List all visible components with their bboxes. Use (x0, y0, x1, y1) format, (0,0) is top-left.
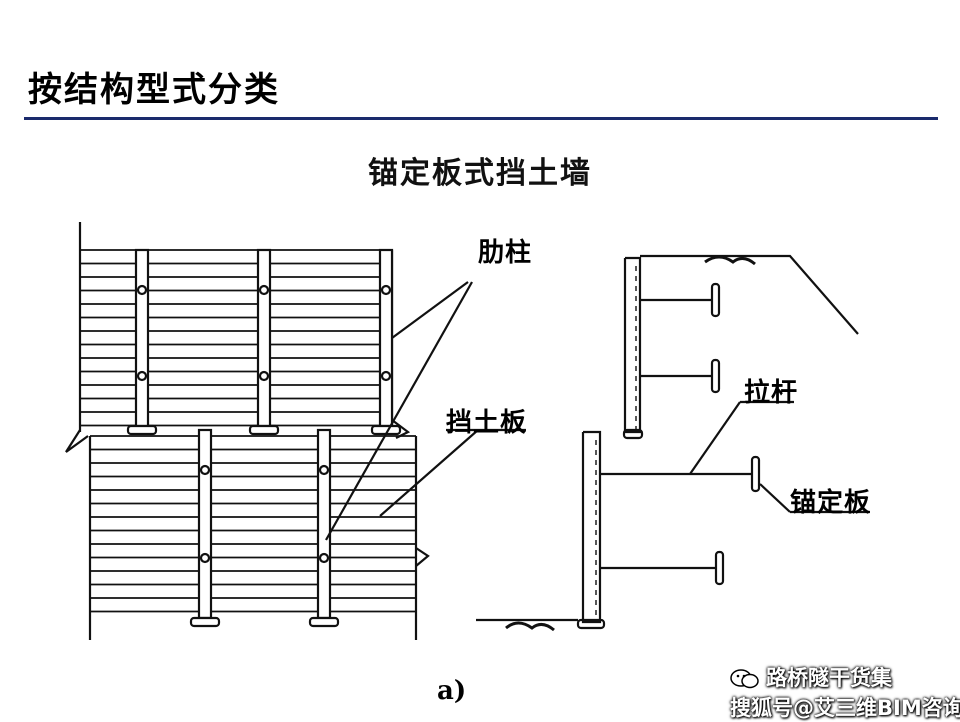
leader-rib-column (325, 281, 473, 541)
break-mark (65, 429, 89, 453)
label-rib-column: 肋柱 (478, 238, 533, 268)
bolt (318, 552, 330, 564)
column-footing (126, 424, 158, 436)
watermark-line-1: 路桥隧干货集 (730, 662, 955, 692)
leader-anchor-plate (759, 483, 791, 513)
bolt (258, 284, 270, 296)
upper-wall-footing (622, 428, 644, 440)
front-elevation (65, 222, 430, 640)
lower-wall-section (581, 430, 602, 624)
figure-label: a) (437, 676, 467, 706)
watermark-line-2: 搜狐号@艾三维BIM咨询 (730, 696, 960, 720)
leader-retaining-plate (379, 429, 479, 517)
label-anchor-plate: 锚定板 (790, 488, 872, 518)
rib-column (197, 428, 213, 620)
bolt (380, 370, 392, 382)
rib-column (134, 248, 150, 428)
bolt (258, 370, 270, 382)
upper-wall-section (623, 256, 642, 434)
anchor-plate (710, 282, 721, 318)
rib-column (378, 248, 394, 428)
soil-mark (505, 621, 555, 632)
bolt (199, 552, 211, 564)
leader-lines (325, 281, 870, 541)
watermark: 路桥隧干货集 搜狐号@艾三维BIM咨询 (730, 662, 960, 722)
leader-tie-rod (689, 401, 741, 475)
cross-section (476, 254, 859, 632)
soil-mark (704, 255, 756, 266)
anchor-plate (710, 358, 721, 394)
rib-column (316, 428, 332, 620)
bolt (380, 284, 392, 296)
rib-column (256, 248, 272, 428)
anchor-plate (750, 455, 761, 493)
title-divider (24, 117, 938, 120)
column-footing (308, 616, 340, 628)
anchor-plate (714, 550, 725, 586)
slide-title: 按结构型式分类 (28, 70, 280, 110)
label-retaining-plate: 挡土板 (446, 408, 528, 438)
column-footing (189, 616, 221, 628)
diagram-heading: 锚定板式挡土墙 (368, 156, 592, 191)
watermark-text-1: 路桥隧干货集 (766, 666, 892, 690)
bolt (199, 464, 211, 476)
break-mark (391, 419, 411, 439)
bolt (136, 370, 148, 382)
break-mark (415, 547, 430, 567)
backfill-surface (640, 254, 859, 335)
leader-rib-column (391, 281, 469, 339)
label-tie-rod: 拉杆 (744, 378, 799, 408)
column-footing (248, 424, 280, 436)
wechat-logo-icon (730, 669, 759, 689)
bolt (318, 464, 330, 476)
bolt (136, 284, 148, 296)
wall-footing (576, 618, 606, 630)
